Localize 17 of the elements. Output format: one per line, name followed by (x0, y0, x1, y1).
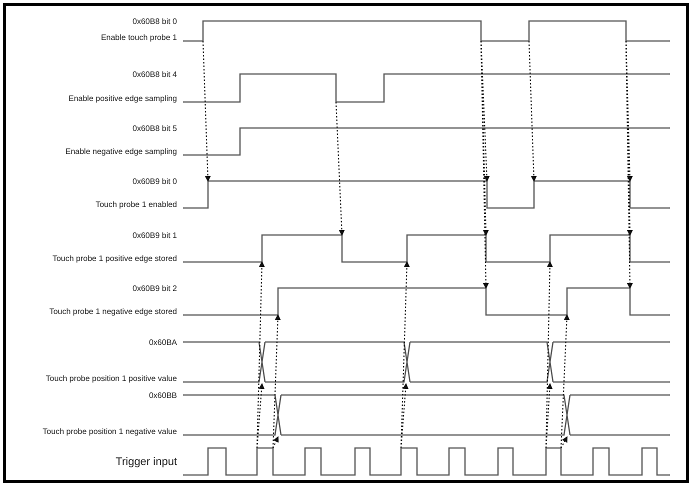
signal-name: Enable negative edge sampling (65, 147, 177, 157)
signal-name: Touch probe position 1 positive value (46, 374, 177, 384)
register-address: 0x60B9 bit 1 (132, 231, 177, 241)
register-address: 0x60B9 bit 0 (132, 177, 177, 187)
signal-name: Enable positive edge sampling (68, 94, 177, 104)
signal-name: Touch probe 1 positive edge stored (52, 254, 177, 264)
signal-name: Touch probe 1 negative edge stored (49, 307, 177, 317)
register-address: 0x60B9 bit 2 (132, 284, 177, 294)
signal-name: Trigger input (116, 454, 177, 468)
register-address: 0x60B8 bit 5 (132, 124, 177, 134)
register-address: 0x60BA (148, 338, 177, 348)
register-address: 0x60B8 bit 0 (132, 17, 177, 27)
signal-name: Touch probe position 1 negative value (42, 427, 177, 437)
register-address: 0x60B8 bit 4 (132, 70, 177, 80)
signal-name: Enable touch probe 1 (100, 33, 177, 43)
signal-name: Touch probe 1 enabled (96, 200, 177, 210)
register-address: 0x60BB (148, 391, 177, 401)
